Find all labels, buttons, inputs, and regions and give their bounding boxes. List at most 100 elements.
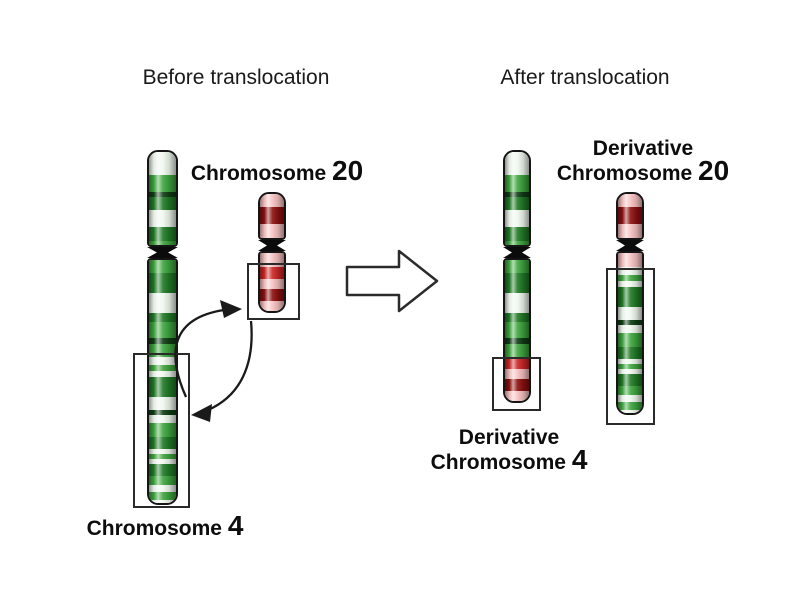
segment-box-chromosome-4 <box>133 353 190 508</box>
chromosome-band <box>149 437 176 449</box>
chromosome-band <box>618 253 642 267</box>
derivative-20-label-line2: Chromosome 20 <box>533 157 753 185</box>
chromosome-band <box>149 197 176 210</box>
derivative-chromosome-4-ideogram <box>503 150 531 403</box>
after-translocation-title: After translocation <box>500 66 670 89</box>
derivative-4-label-text: Chromosome <box>430 451 566 474</box>
chromosome-band <box>505 293 529 313</box>
chromosome-band <box>149 423 176 437</box>
chromosome-band <box>505 379 529 391</box>
chromosome-20-label-number: 20 <box>332 155 364 186</box>
centromere <box>147 247 178 258</box>
segment-box-derivative-4 <box>492 357 541 411</box>
chromosome-band <box>149 464 176 476</box>
long-arm <box>616 251 644 415</box>
chromosome-band <box>260 279 284 289</box>
chromosome-band <box>505 273 529 293</box>
chromosome-band <box>618 410 642 413</box>
chromosome-band <box>618 369 642 374</box>
chromosome-band <box>618 333 642 347</box>
short-arm <box>147 150 178 247</box>
chromosome-band <box>505 391 529 401</box>
before-translocation-title: Before translocation <box>142 66 330 89</box>
chromosome-band <box>505 313 529 322</box>
chromosome-band <box>149 152 176 175</box>
long-arm <box>147 258 178 505</box>
chromosome-band <box>149 227 176 241</box>
chromosome-4-label-text: Chromosome <box>86 517 222 540</box>
derivative-20-label-line1: Derivative <box>592 137 694 160</box>
chromosome-band <box>618 364 642 369</box>
chromosome-20-ideogram <box>258 192 286 313</box>
chromosome-band <box>618 320 642 325</box>
chromosome-band <box>505 260 529 273</box>
chromosome-band <box>149 313 176 322</box>
chromosome-band <box>149 338 176 344</box>
short-arm <box>503 150 531 247</box>
chromosome-band <box>149 454 176 459</box>
chromosome-band <box>260 289 284 301</box>
block-arrow-right-icon <box>345 249 439 313</box>
chromosome-band <box>618 374 642 386</box>
chromosome-band <box>505 210 529 227</box>
chromosome-band <box>618 347 642 359</box>
chromosome-band <box>505 175 529 192</box>
chromosome-band <box>505 192 529 197</box>
long-arm <box>503 258 531 403</box>
chromosome-band <box>618 359 642 364</box>
chromosome-band <box>149 476 176 485</box>
chromosome-band <box>260 224 284 238</box>
chromosome-band <box>149 293 176 313</box>
chromosome-band <box>618 287 642 307</box>
short-arm <box>616 192 644 240</box>
short-arm <box>258 192 286 240</box>
chromosome-band <box>149 241 176 245</box>
chromosome-band <box>505 322 529 338</box>
chromosome-band <box>149 322 176 338</box>
chromosome-band <box>505 227 529 241</box>
chromosome-band <box>149 371 176 377</box>
centromere <box>616 240 644 251</box>
chromosome-band <box>505 241 529 245</box>
chromosome-band <box>149 415 176 423</box>
chromosome-band <box>149 210 176 227</box>
centromere <box>258 240 286 251</box>
chromosome-band <box>505 369 529 379</box>
chromosome-band <box>149 459 176 464</box>
long-arm <box>258 251 286 313</box>
chromosome-4-label-number: 4 <box>227 510 244 541</box>
chromosome-band <box>618 267 642 275</box>
chromosome-band <box>149 273 176 293</box>
chromosome-band <box>149 175 176 192</box>
chromosome-band <box>260 267 284 279</box>
chromosome-band <box>149 192 176 197</box>
chromosome-band <box>618 395 642 402</box>
curved-arrow-down-head-icon <box>191 404 212 422</box>
segment-box-derivative-20 <box>606 268 655 425</box>
derivative-chromosome-20-ideogram <box>616 192 644 415</box>
chromosome-band <box>618 307 642 320</box>
chromosome-20-label-text: Chromosome <box>190 162 327 185</box>
chromosome-band <box>149 410 176 415</box>
derivative-20-label-text: Chromosome <box>556 162 693 185</box>
chromosome-band <box>618 207 642 224</box>
chromosome-band <box>149 449 176 454</box>
chromosome-4-label: Chromosome 4 <box>55 512 275 540</box>
chromosome-band <box>149 485 176 492</box>
chromosome-band <box>149 357 176 365</box>
chromosome-band <box>149 365 176 371</box>
chromosome-band <box>618 325 642 333</box>
chromosome-band <box>618 402 642 410</box>
chromosome-band <box>618 386 642 395</box>
curved-arrow-up-head-icon <box>220 300 242 318</box>
chromosome-band <box>618 275 642 281</box>
chromosome-band <box>505 338 529 344</box>
derivative-4-label-line2: Chromosome 4 <box>399 446 619 474</box>
curved-arrow-down-icon <box>207 320 253 412</box>
chromosome-band <box>260 207 284 224</box>
derivative-4-label-line1: Derivative <box>458 426 560 449</box>
derivative-4-label-number: 4 <box>571 444 588 475</box>
segment-box-chromosome-20 <box>247 263 300 320</box>
centromere <box>503 247 531 258</box>
